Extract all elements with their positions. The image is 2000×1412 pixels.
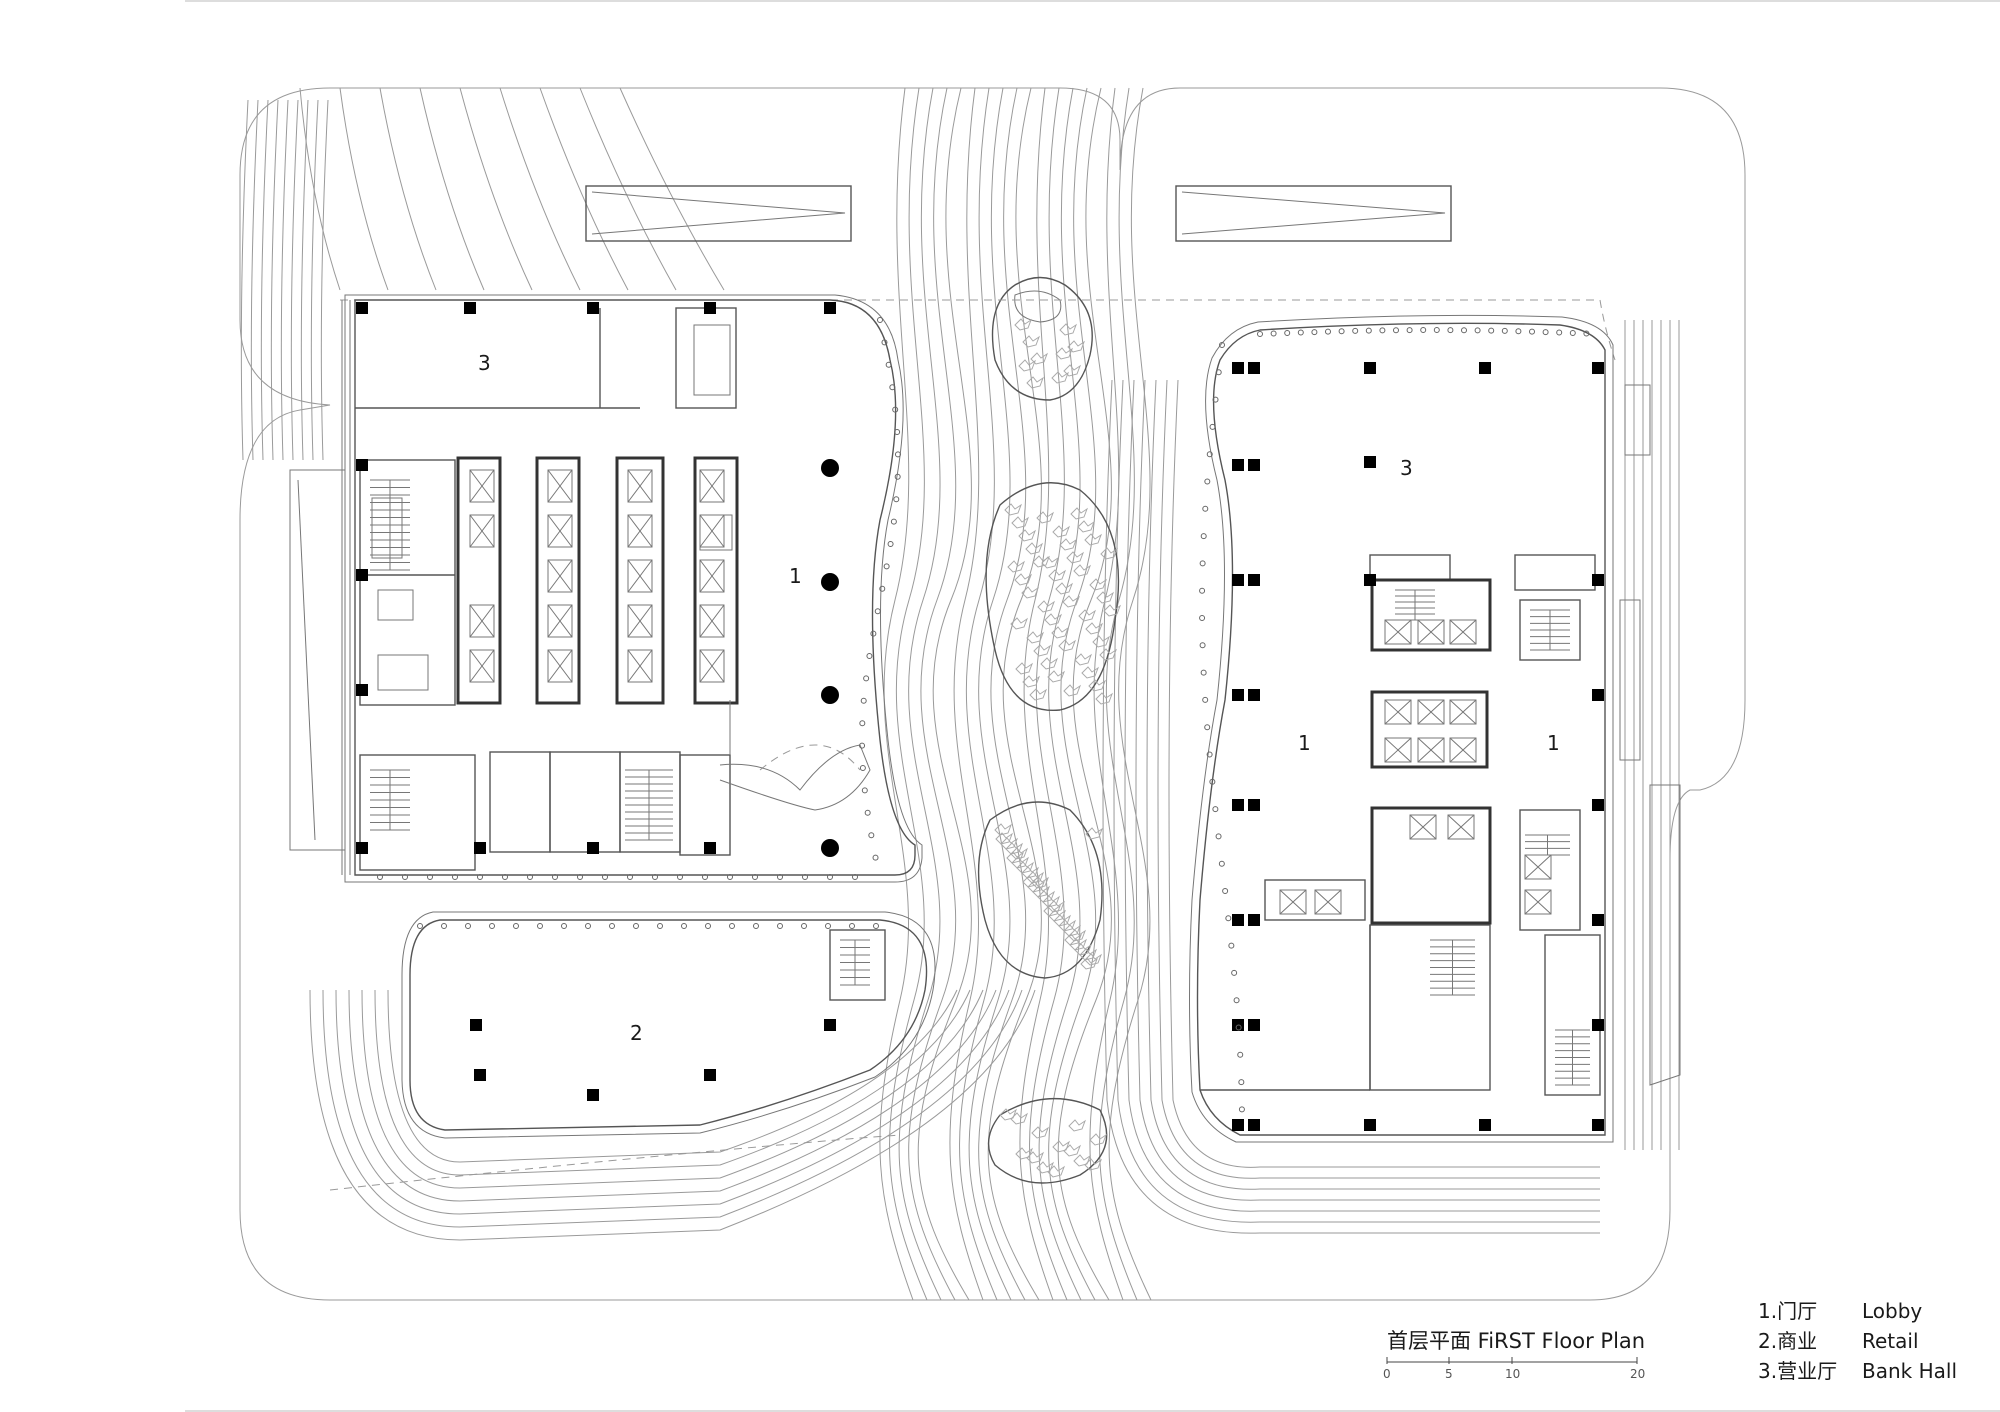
west-side-strip	[289, 469, 346, 851]
room-label-lobby-east-left: 1	[1298, 731, 1311, 755]
room-label-lobby-east-right: 1	[1547, 731, 1560, 755]
scale-tick-5: 5	[1445, 1367, 1453, 1381]
east-tower	[1189, 314, 1681, 1143]
west-tower	[341, 294, 923, 883]
room-labels: 3 1 2 3 1 1	[478, 351, 1560, 1045]
legend-label-1: Lobby	[1862, 1299, 1922, 1323]
scale-tick-20: 20	[1630, 1367, 1645, 1381]
scale-tick-10: 10	[1505, 1367, 1520, 1381]
room-label-retail: 2	[630, 1021, 643, 1045]
retail-pavilion	[401, 911, 936, 1139]
legend-num-1: 1.门厅	[1758, 1299, 1817, 1323]
scale-tick-0: 0	[1383, 1367, 1391, 1381]
site-outline	[239, 87, 1746, 1301]
tree-beds	[977, 276, 1122, 1184]
facade-fins	[377, 317, 1590, 1113]
north-planters	[585, 185, 1452, 242]
scale-bar: 0 5 10 20	[1383, 1357, 1645, 1381]
legend-label-2: Retail	[1862, 1329, 1919, 1353]
drawing-title: 首层平面 FiRST Floor Plan	[1387, 1329, 1645, 1353]
landscape-contours	[240, 87, 1680, 1301]
dashed-line-top	[340, 299, 1616, 361]
structural-columns	[356, 302, 1604, 1131]
dashed-line-bottom	[329, 1134, 901, 1191]
room-label-lobby-west: 1	[789, 564, 802, 588]
legend-num-2: 2.商业	[1758, 1329, 1817, 1353]
dashed-line-mid	[759, 744, 861, 771]
room-label-bank-hall-west: 3	[478, 351, 491, 375]
legend-label-3: Bank Hall	[1862, 1359, 1957, 1383]
legend: 1.门厅 Lobby 2.商业 Retail 3.营业厅 Bank Hall	[1758, 1299, 1957, 1383]
room-label-bank-hall-east: 3	[1400, 456, 1413, 480]
legend-num-3: 3.营业厅	[1758, 1359, 1837, 1383]
